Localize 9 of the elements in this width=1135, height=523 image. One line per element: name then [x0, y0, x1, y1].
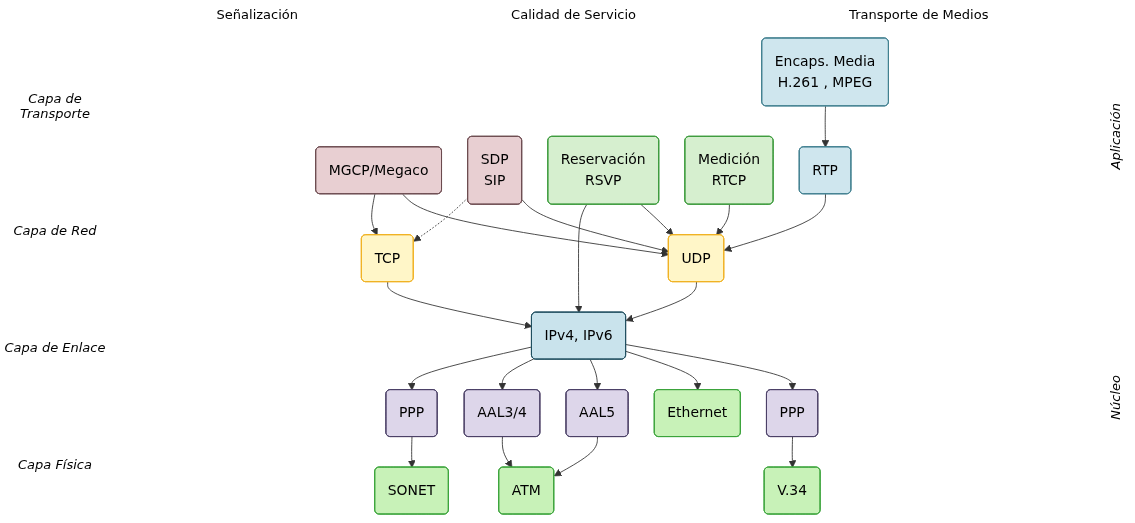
section-label: Capa de Transporte [19, 91, 91, 121]
section-label: Capa de Red [12, 223, 98, 238]
section-label: Transporte de Medios [849, 6, 989, 22]
section-label: Señalización [216, 6, 298, 22]
section-label: Núcleo [1107, 375, 1123, 421]
section-label: Aplicación [1107, 102, 1123, 170]
section-label: Calidad de Servicio [511, 6, 636, 22]
section-label: Capa de Enlace [3, 340, 107, 355]
section-label: Capa Física [17, 457, 93, 472]
